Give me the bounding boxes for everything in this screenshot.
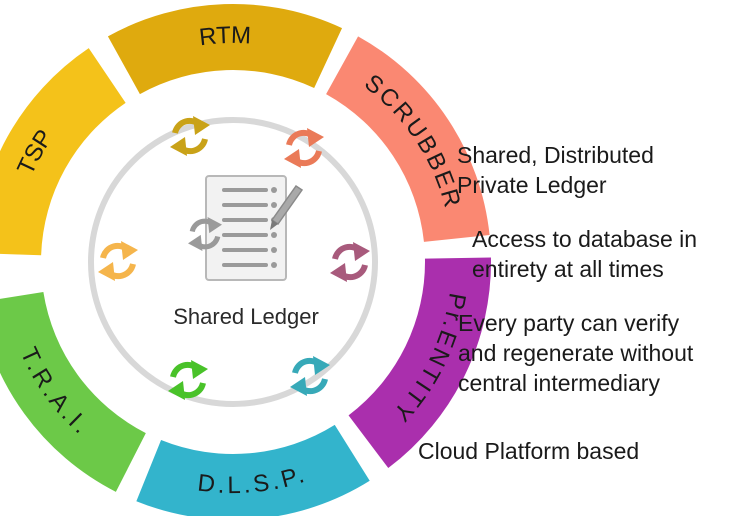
segment-rtm: RTM [107,3,343,95]
segment-dlsp: D.L.S.P. [136,424,370,516]
segment-trai: T.R.A.I. [0,292,146,492]
segment-rtm-label: RTM [198,22,252,51]
ledger-sync-icon [188,217,222,251]
sync-arrows-icon [168,360,208,400]
segment-tsp: TSP [0,48,126,256]
note-shared-distributed-ledger: Shared, Distributed Private Ledger [457,142,654,198]
note-verify-regenerate: Every party can verify and regenerate wi… [458,310,694,396]
sync-arrows-icon [170,116,210,156]
note-cloud-platform: Cloud Platform based [418,438,640,464]
segment-trai-band [0,292,146,492]
note-database-access: Access to database in entirety at all ti… [472,226,698,282]
sync-arrows-icon [98,241,138,281]
ledger-document-icon [188,175,304,281]
segment-prentity-band [348,257,491,469]
inner-ring [88,117,378,407]
sync-arrows-icon [284,128,324,168]
segment-tsp-band [0,48,126,256]
segment-scrubber-band [326,36,490,242]
sync-arrows-icon [290,356,330,396]
center-label: Shared Ledger [173,304,319,329]
segment-rtm-band [107,3,343,95]
sync-arrows-icon [330,242,370,282]
segment-dlsp-band [136,424,370,516]
